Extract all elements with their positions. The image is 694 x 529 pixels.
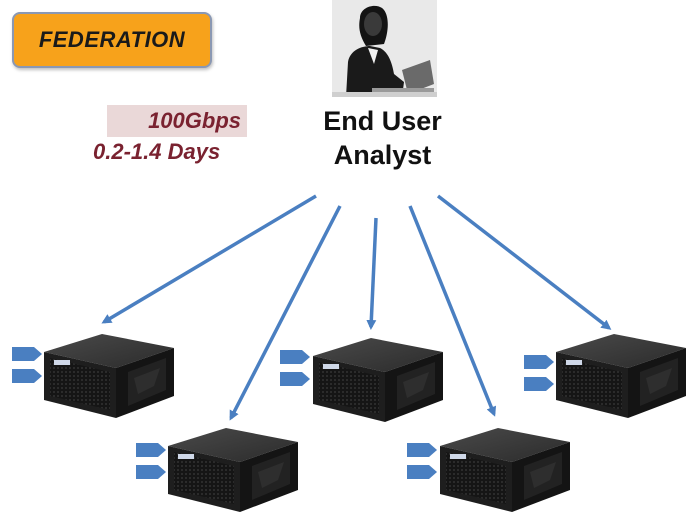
arrow-to-server-3: [366, 217, 378, 330]
server-5-ports: [524, 355, 554, 391]
server-1: [44, 334, 174, 418]
link-speed: 100Gbps: [148, 108, 241, 133]
arrow-to-server-5: [436, 194, 612, 330]
federation-badge: FEDERATION: [12, 12, 212, 68]
server-4: [440, 428, 570, 512]
end-user-label: End User Analyst: [300, 104, 465, 172]
server-3: [313, 338, 443, 422]
analyst-photo-icon: [332, 0, 437, 97]
speed-highlight: 100Gbps: [107, 105, 247, 137]
federation-label: FEDERATION: [38, 27, 186, 52]
server-2-ports: [136, 443, 166, 479]
arrows: [101, 194, 612, 421]
transfer-duration: 0.2-1.4 Days: [93, 139, 221, 164]
arrow-to-server-2: [229, 205, 342, 421]
arrow-to-server-4: [408, 205, 497, 417]
server-2: [168, 428, 298, 512]
server-1-ports: [12, 347, 42, 383]
end-user-line1: End User: [323, 106, 442, 136]
server-4-ports: [407, 443, 437, 479]
arrow-to-server-1: [101, 194, 317, 324]
server-3-ports: [280, 350, 310, 386]
server-5: [556, 334, 686, 418]
end-user-line2: Analyst: [333, 140, 432, 170]
